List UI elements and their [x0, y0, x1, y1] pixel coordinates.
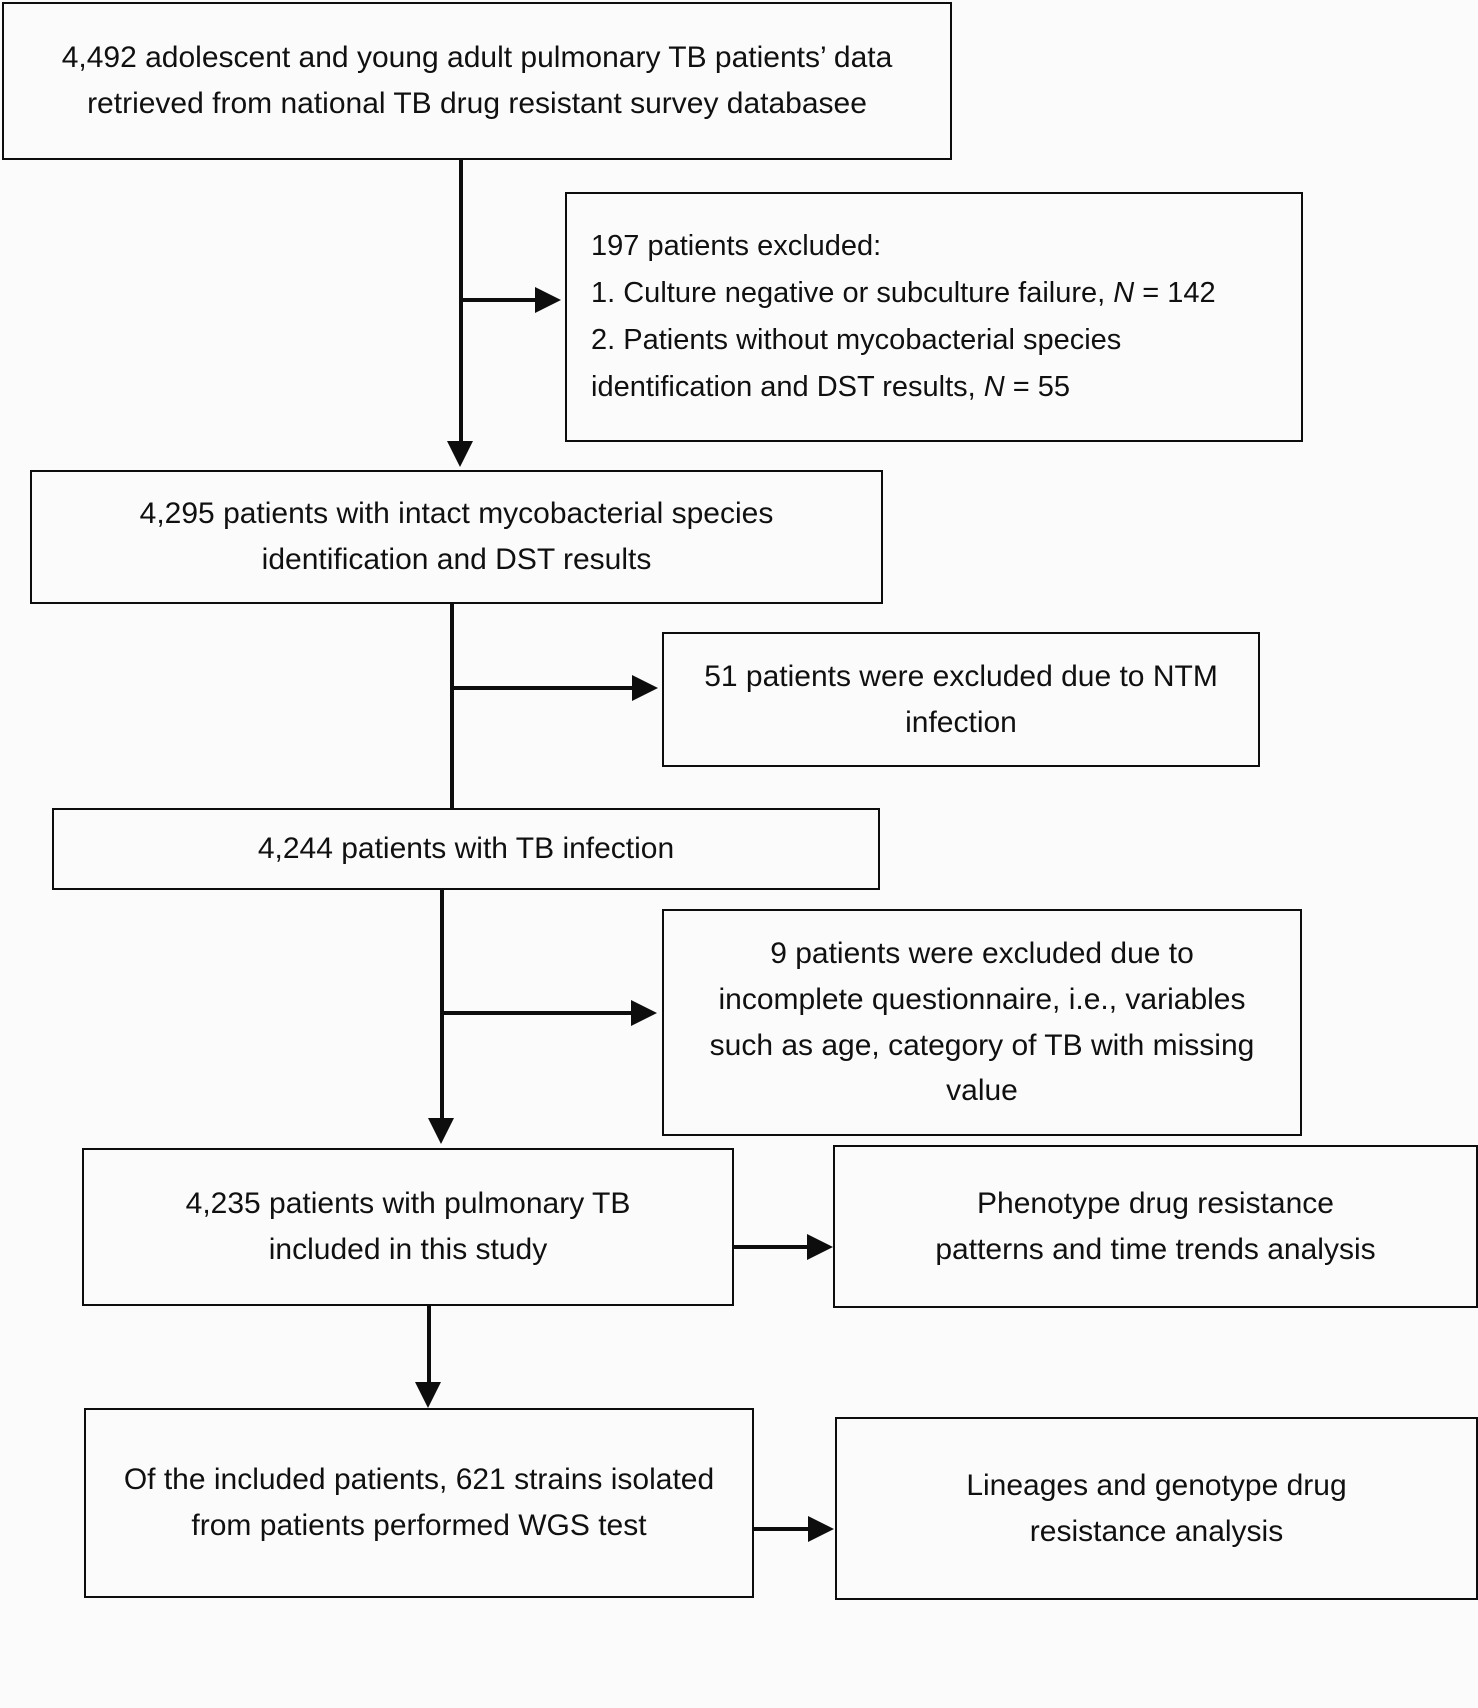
excluded-questionnaire-line-2: incomplete questionnaire, i.e., variable… [718, 982, 1246, 1016]
connector-n3-to-n5 [450, 604, 454, 849]
excluded-197-line-4: identification and DST results, N = 55 [591, 364, 1277, 411]
arrowhead-n5-to-n6 [631, 1000, 657, 1026]
connector-n1-to-n3 [459, 160, 463, 450]
arrowhead-n7-to-n9 [415, 1382, 441, 1408]
arrowhead-n9-to-n10 [808, 1516, 834, 1542]
excluded-197-line-2-text: 1. Culture negative or subculture failur… [591, 277, 1114, 310]
excluded-197-line-4-symbol: N [983, 370, 1005, 403]
connector-n7-to-n8 [734, 1245, 811, 1249]
excluded-197-line-3: 2. Patients without mycobacterial specie… [591, 324, 1122, 356]
excluded-ntm-line-2: infection [905, 705, 1017, 739]
excluded-197-line-2-symbol: N [1113, 277, 1135, 310]
excluded-197-line-4-text: identification and DST results, [591, 370, 984, 403]
connector-n1-to-n2 [461, 298, 539, 302]
excluded-questionnaire-line-3: such as age, category of TB with missing [709, 1028, 1255, 1062]
arrowhead-n1-to-n2 [535, 287, 561, 313]
included-study-line-2: included in this study [268, 1233, 548, 1266]
wgs-subset-box: Of the included patients, 621 strains is… [84, 1408, 754, 1598]
excluded-questionnaire-line-4: value [946, 1074, 1018, 1108]
connector-n5-to-n6 [442, 1011, 635, 1015]
connector-n5-to-n7 [440, 890, 444, 1122]
tb-infection-line-1: 4,244 patients with TB infection [257, 832, 675, 866]
excluded-197-line-2: 1. Culture negative or subculture failur… [591, 270, 1277, 317]
lineage-analysis-line-2: resistance analysis [1029, 1514, 1284, 1548]
intact-dst-box: 4,295 patients with intact mycobacterial… [30, 470, 883, 604]
intact-dst-line-1: 4,295 patients with intact mycobacterial… [139, 497, 774, 531]
wgs-subset-line-1: Of the included patients, 621 strains is… [123, 1463, 715, 1497]
lineage-analysis-line-1: Lineages and genotype drug [966, 1468, 1347, 1502]
phenotype-analysis-box: Phenotype drug resistance patterns and t… [833, 1145, 1478, 1308]
source-cohort-box: 4,492 adolescent and young adult pulmona… [2, 2, 952, 160]
phenotype-analysis-line-1: Phenotype drug resistance [977, 1186, 1334, 1220]
excluded-questionnaire-line-1: 9 patients were excluded due to [770, 937, 1194, 971]
excluded-ntm-box: 51 patients were excluded due to NTM inf… [662, 632, 1260, 767]
connector-n3-to-n4 [452, 686, 636, 690]
included-study-box: 4,235 patients with pulmonary TB include… [82, 1148, 734, 1306]
excluded-197-line-2-value: = 142 [1134, 277, 1216, 310]
excluded-ntm-line-1: 51 patients were excluded due to NTM [704, 659, 1218, 693]
intact-dst-line-2: identification and DST results [261, 543, 652, 576]
phenotype-analysis-line-2: patterns and time trends analysis [935, 1232, 1376, 1266]
lineage-analysis-box: Lineages and genotype drug resistance an… [835, 1417, 1478, 1600]
excluded-197-box: 197 patients excluded: 1. Culture negati… [565, 192, 1303, 442]
excluded-incomplete-questionnaire-box: 9 patients were excluded due to incomple… [662, 909, 1302, 1136]
excluded-197-line-1: 197 patients excluded: [591, 230, 882, 263]
arrowhead-n1-to-n3 [447, 441, 473, 467]
arrowhead-n5-to-n7 [428, 1118, 454, 1144]
included-study-line-1: 4,235 patients with pulmonary TB [185, 1187, 631, 1221]
tb-infection-box: 4,244 patients with TB infection [52, 808, 880, 890]
connector-n7-to-n9 [427, 1306, 431, 1390]
connector-n9-to-n10 [754, 1527, 812, 1531]
source-cohort-line-2: retrieved from national TB drug resistan… [87, 87, 867, 120]
arrowhead-n3-to-n4 [632, 675, 658, 701]
wgs-subset-line-2: from patients performed WGS test [191, 1509, 647, 1542]
excluded-197-line-4-value: = 55 [1004, 370, 1071, 403]
source-cohort-line-1: 4,492 adolescent and young adult pulmona… [61, 41, 893, 75]
arrowhead-n7-to-n8 [807, 1234, 833, 1260]
